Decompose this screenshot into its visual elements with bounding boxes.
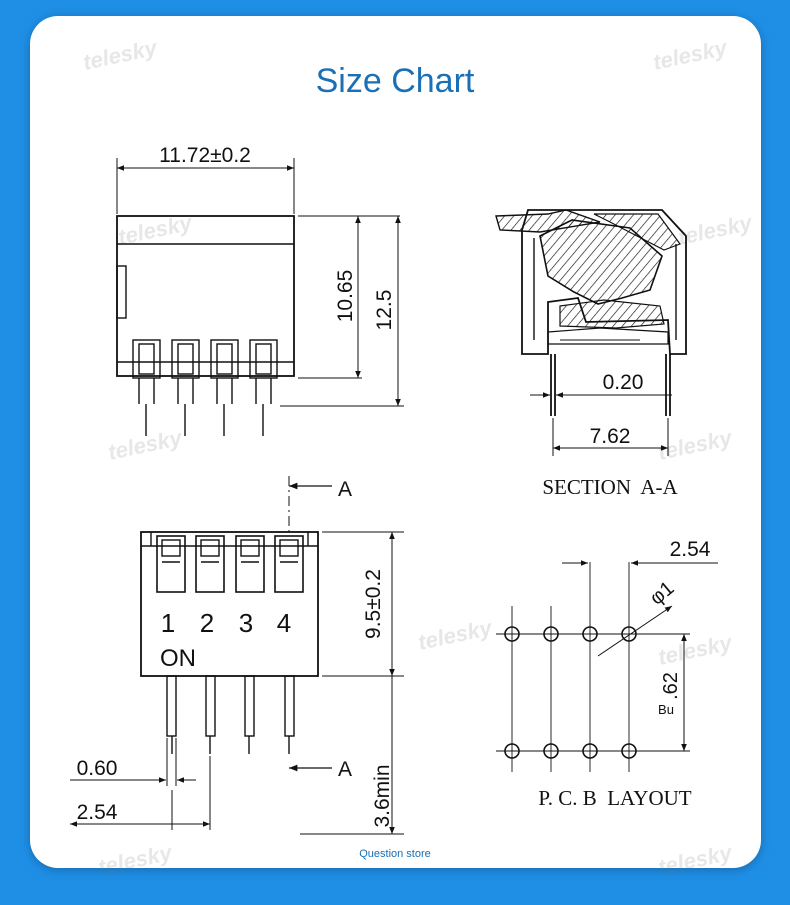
section-caption: SECTION A-A	[542, 475, 678, 499]
on-label: ON	[160, 645, 196, 672]
watermark-4: telesky	[676, 210, 756, 250]
top-pitch-dim: 2.54	[77, 801, 118, 824]
top-height-dim: 9.5±0.2	[362, 569, 385, 639]
watermark-7: telesky	[416, 615, 496, 655]
pcb-layout	[496, 560, 718, 772]
pcb-pitch-dim: 2.54	[670, 538, 711, 561]
watermark-2: telesky	[651, 35, 731, 75]
section-marker-bottom: A	[338, 758, 352, 781]
front-width-dim: 11.72±0.2	[159, 144, 251, 167]
card	[30, 16, 761, 868]
pcb-caption: P. C. B LAYOUT	[538, 786, 691, 810]
pcb-row-spacing-dim: .62	[660, 672, 682, 700]
watermark-1: telesky	[81, 35, 161, 75]
front-view	[116, 158, 404, 436]
footer-note: Question store	[359, 848, 431, 860]
top-pins	[166, 675, 295, 754]
page-title: Size Chart	[315, 62, 475, 100]
watermark-8: telesky	[656, 630, 736, 670]
top-view	[70, 476, 404, 835]
front-height-outer-dim: 12.5	[373, 290, 396, 331]
position-label-1: 1	[161, 608, 175, 638]
pcb-hole-dim: φ1	[646, 577, 679, 609]
pcb-row-spacing-suffix: Bu	[658, 702, 674, 717]
switch-slots	[156, 535, 304, 593]
section-view	[495, 209, 687, 456]
section-marker-top: A	[338, 478, 352, 501]
front-height-inner-dim: 10.65	[334, 270, 357, 323]
section-pitch-dim: 7.62	[590, 425, 631, 448]
pcb-holes	[504, 626, 637, 759]
position-label-4: 4	[277, 608, 291, 638]
position-label-3: 3	[239, 608, 253, 638]
pin-thickness-dim: 0.60	[77, 757, 118, 780]
section-pin-width-dim: 0.20	[603, 371, 644, 394]
front-pins	[132, 339, 278, 436]
pin-length-dim: 3.6min	[371, 764, 394, 827]
position-label-2: 2	[200, 608, 214, 638]
